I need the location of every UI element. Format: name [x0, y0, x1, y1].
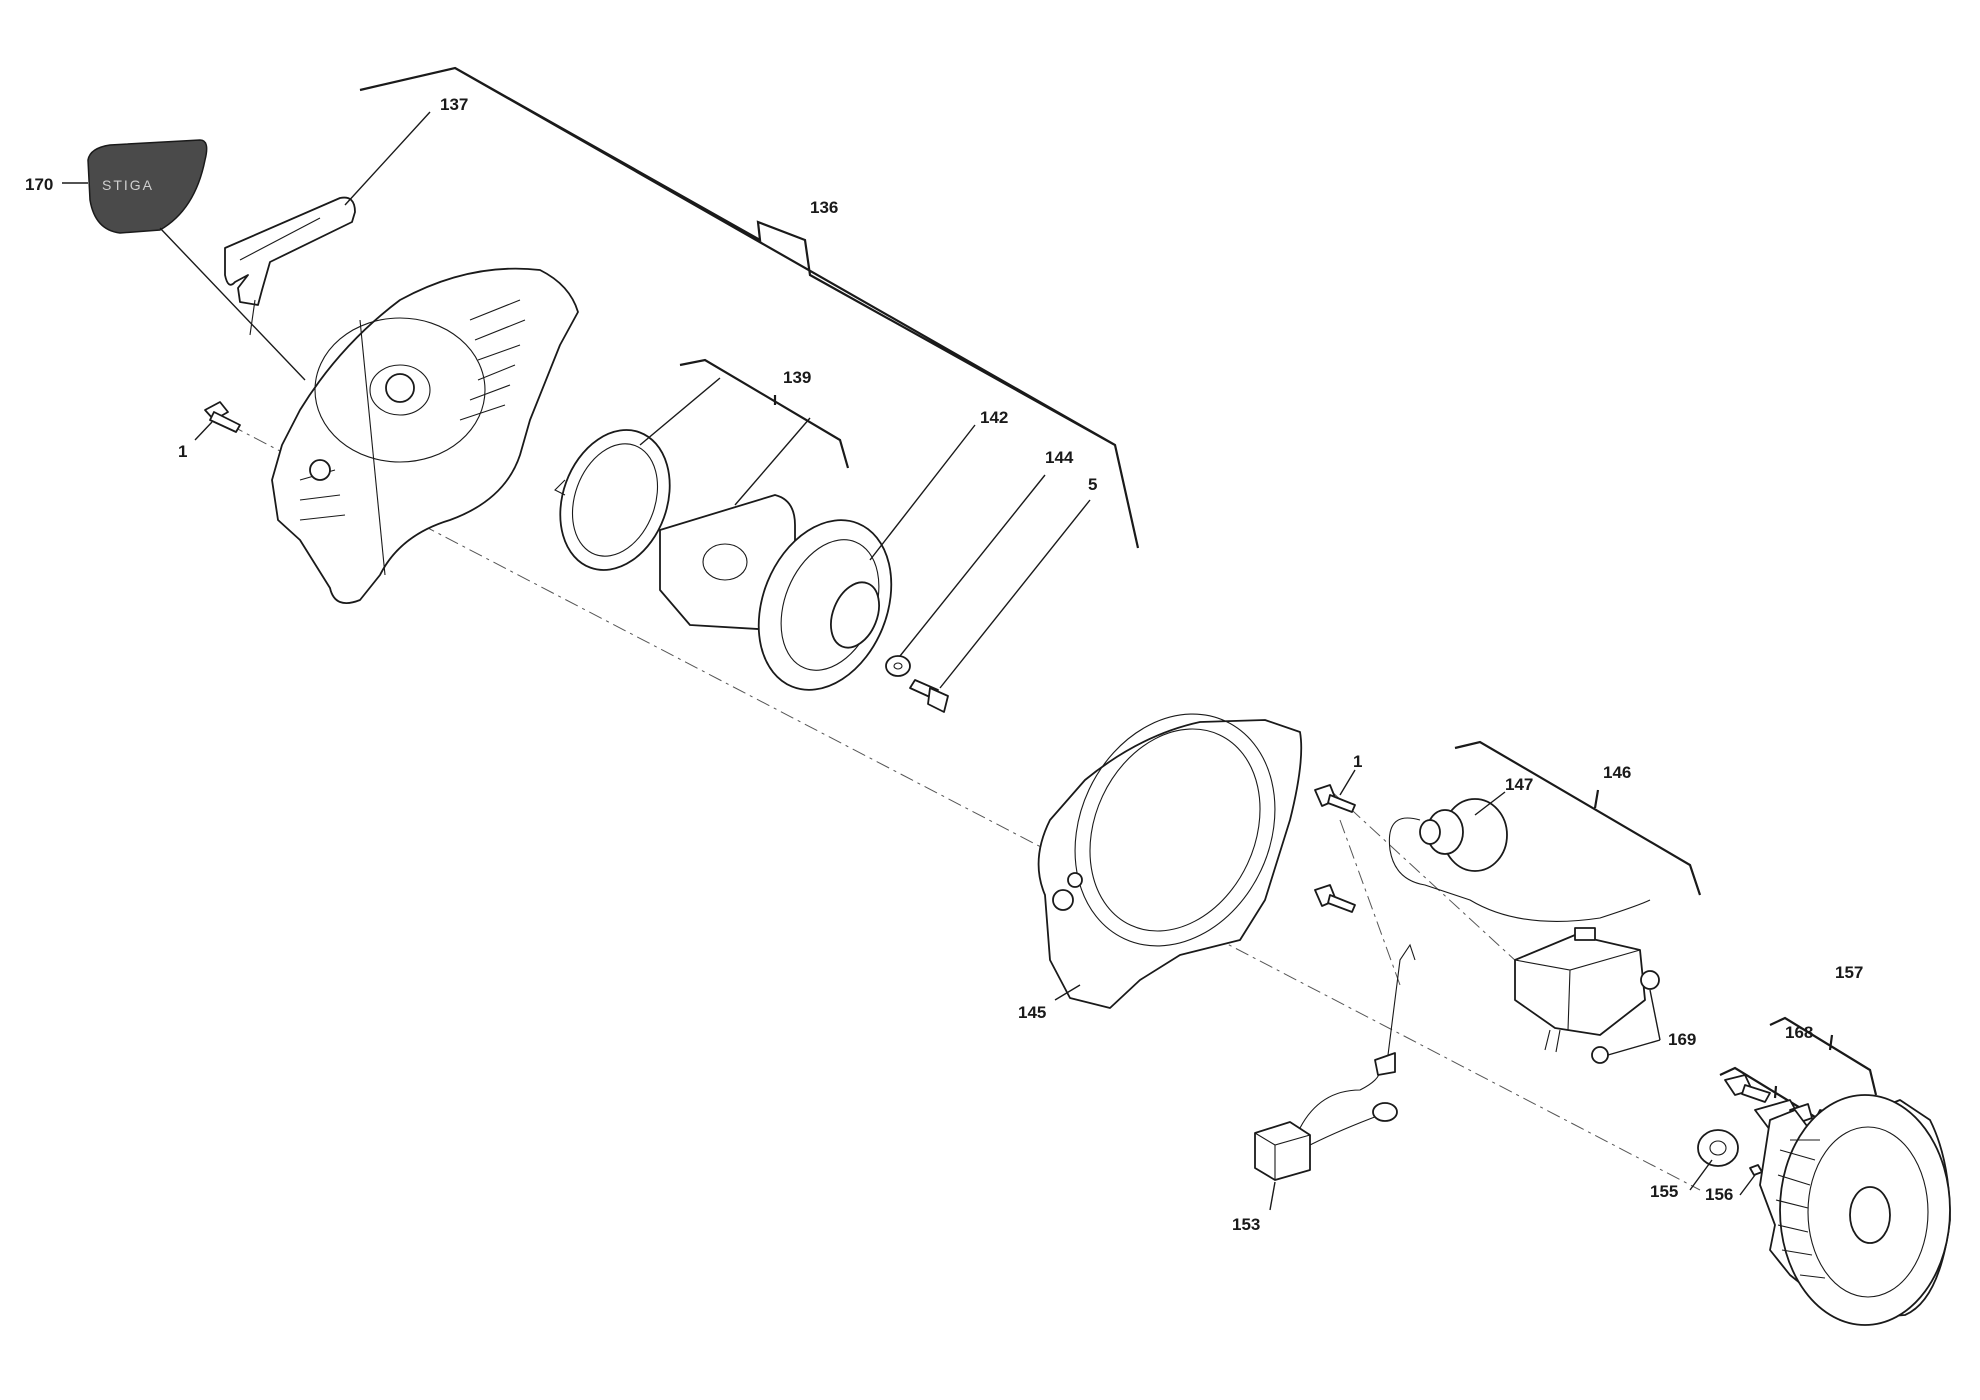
part-144-washer [885, 655, 911, 677]
label-156: 156 [1705, 1185, 1733, 1204]
part-147-plug-cap [1388, 798, 1651, 922]
bracket-139 [679, 358, 850, 469]
bracket-146 [1454, 740, 1702, 896]
label-170: 170 [25, 175, 53, 194]
stiga-logo: STIGA [102, 177, 154, 193]
label-136: 136 [810, 198, 838, 217]
label-1-a: 1 [178, 442, 187, 461]
part-157-flywheel [1759, 1094, 1951, 1326]
label-5: 5 [1088, 475, 1097, 494]
bracket-136 [359, 66, 1140, 549]
label-146: 146 [1603, 763, 1631, 782]
part-146-ignition-coil [1514, 927, 1646, 1053]
part-137-starter-handle [224, 196, 356, 336]
callout-labels: 170 137 136 1 139 142 144 5 1 147 146 14… [25, 95, 1863, 1234]
label-169: 169 [1668, 1030, 1696, 1049]
label-168: 168 [1785, 1023, 1813, 1042]
part-145-fan-housing [1037, 713, 1303, 1009]
leader-lines [62, 111, 1756, 1211]
part-1-bolt-a [204, 401, 241, 433]
label-153: 153 [1232, 1215, 1260, 1234]
part-136-starter-housing [271, 267, 579, 604]
label-139: 139 [783, 368, 811, 387]
part-169-washer-a [1640, 970, 1660, 990]
part-142-pulley [757, 519, 893, 691]
part-156-key [1749, 1164, 1763, 1176]
part-5-screw [909, 679, 949, 713]
part-1-bolt-c [1314, 884, 1356, 913]
label-137: 137 [440, 95, 468, 114]
label-142: 142 [980, 408, 1008, 427]
label-1-b: 1 [1353, 752, 1362, 771]
part-155-nut [1697, 1129, 1739, 1167]
label-157: 157 [1835, 963, 1863, 982]
label-147: 147 [1505, 775, 1533, 794]
part-170-badge: STIGA [87, 139, 208, 234]
part-1-bolt-b [1314, 784, 1356, 813]
part-169-washer-b [1591, 1046, 1609, 1064]
part-153-switch [1254, 943, 1416, 1181]
part-139-spring [554, 429, 671, 571]
label-144: 144 [1045, 448, 1074, 467]
label-145: 145 [1018, 1003, 1046, 1022]
label-155: 155 [1650, 1182, 1678, 1201]
bracket-157 [1769, 1016, 1878, 1096]
